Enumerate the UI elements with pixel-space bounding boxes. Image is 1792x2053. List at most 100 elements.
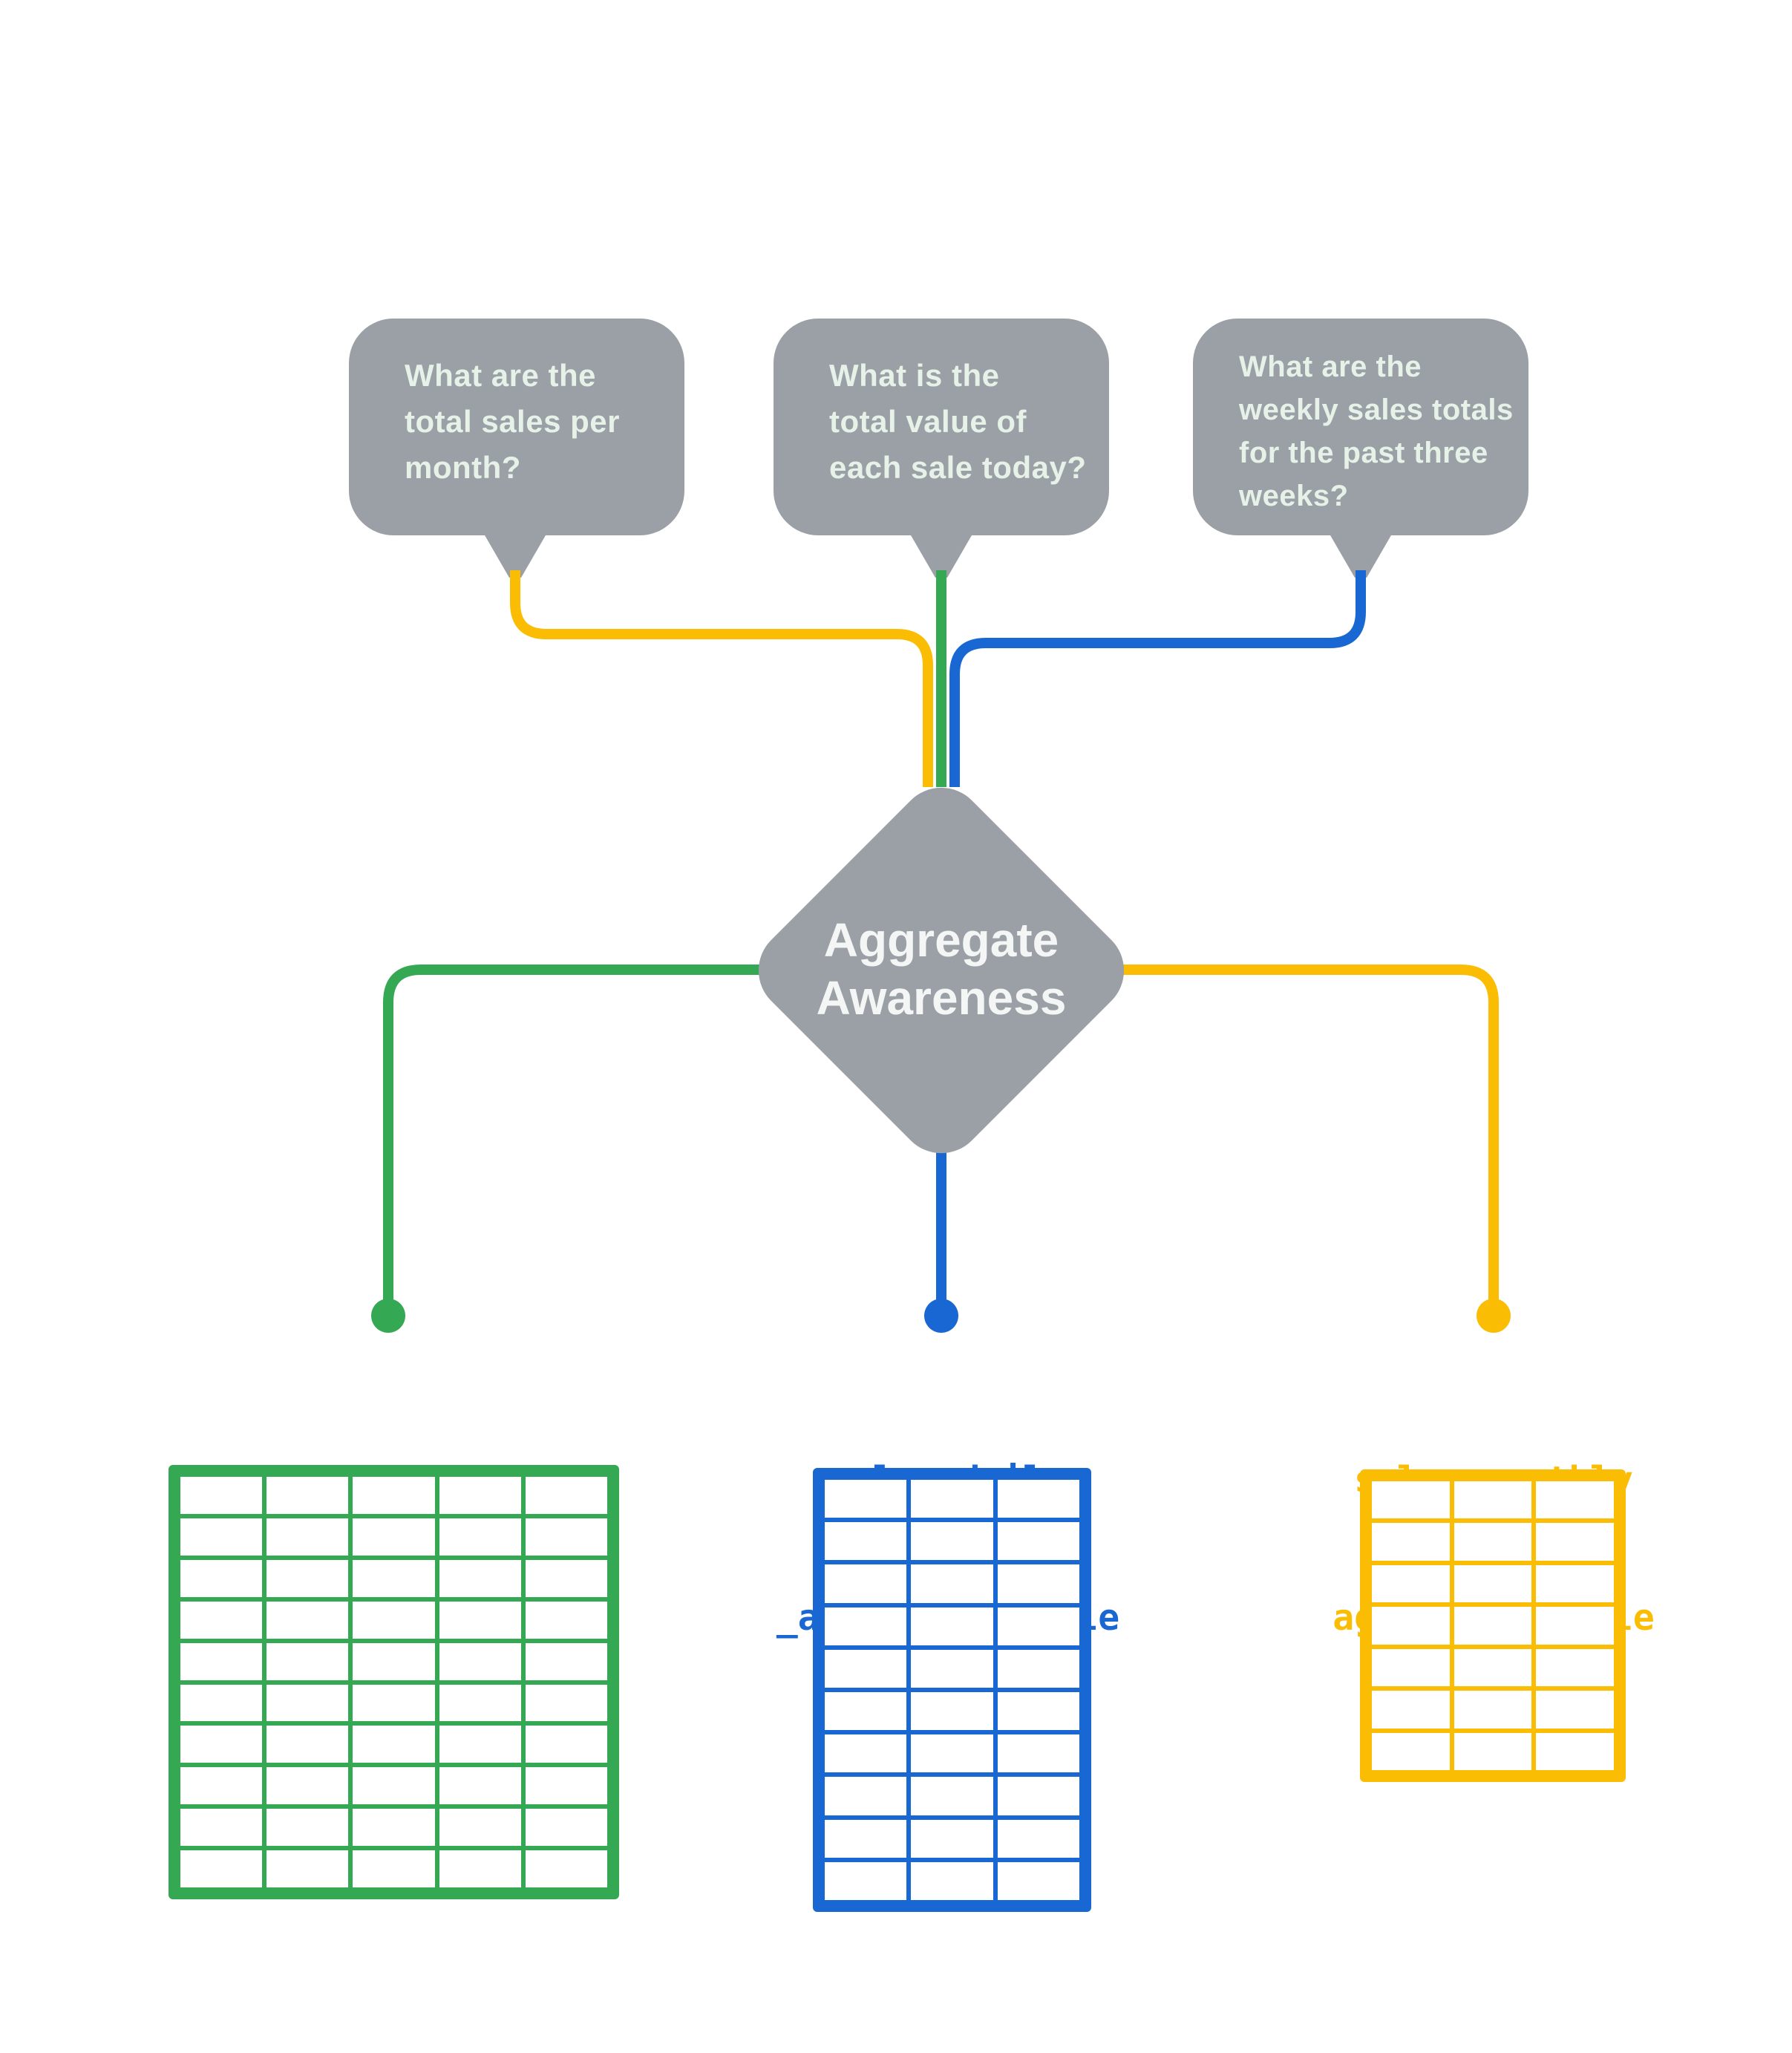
table-cell [1536, 1481, 1614, 1519]
table-cell [825, 1692, 907, 1731]
table-cell [353, 1726, 435, 1763]
bubble-text-line: month? [405, 450, 521, 485]
bubble-text-line: weeks? [1239, 480, 1349, 512]
table-cell [1453, 1648, 1532, 1687]
table-cell [911, 1522, 993, 1561]
table-cell [439, 1850, 521, 1887]
speech-bubble-monthly-sales-question: What are the total sales per month? [349, 319, 684, 535]
table-cell [525, 1726, 607, 1763]
table-cell [525, 1559, 607, 1597]
table-cell [825, 1564, 907, 1603]
bubble-tail-daily [908, 530, 975, 578]
table-cell [353, 1559, 435, 1597]
table-cell [1372, 1732, 1450, 1770]
table-cell [180, 1726, 263, 1763]
table-cell [525, 1642, 607, 1680]
connector-weekly-question [949, 570, 1366, 787]
table-cell [180, 1809, 263, 1847]
table-cell [266, 1642, 349, 1680]
table-cell [353, 1850, 435, 1887]
bubble-text-line: What are the [405, 358, 597, 393]
table-cell [1372, 1607, 1450, 1645]
connector-monthly-question [510, 570, 933, 787]
table-cell [997, 1819, 1079, 1858]
table-cell [525, 1850, 607, 1887]
table-cell [353, 1601, 435, 1639]
table-cell [1536, 1732, 1614, 1770]
table-cell [353, 1642, 435, 1680]
table-cell [825, 1649, 907, 1688]
table-cell [353, 1477, 435, 1514]
table-cell [911, 1692, 993, 1731]
table-cell [1453, 1691, 1532, 1729]
table-cell [1372, 1523, 1450, 1561]
diamond-title: Aggregate Awareness [719, 911, 1164, 1030]
table-cell [439, 1601, 521, 1639]
table-cell [525, 1601, 607, 1639]
table-cell [825, 1861, 907, 1900]
table-cell [525, 1518, 607, 1556]
table-cell [911, 1819, 993, 1858]
table-cell [1536, 1607, 1614, 1645]
table-cell [997, 1692, 1079, 1731]
sales-monthly-aggregate-table [1360, 1469, 1626, 1782]
orders-database-table [169, 1465, 619, 1899]
table-cell [180, 1477, 263, 1514]
table-cell [525, 1477, 607, 1514]
sales-daily-aggregate-table [813, 1468, 1091, 1912]
table-cell [525, 1767, 607, 1805]
table-cell [266, 1684, 349, 1722]
table-cell [1372, 1481, 1450, 1519]
table-cell [825, 1480, 907, 1518]
table-cell [911, 1861, 993, 1900]
speech-bubble-weekly-sales-question: What are the weekly sales totals for the… [1193, 319, 1528, 535]
diamond-title-line: Awareness [816, 971, 1067, 1025]
table-cell [353, 1684, 435, 1722]
table-cell [439, 1809, 521, 1847]
table-cell [439, 1767, 521, 1805]
table-cell [825, 1522, 907, 1561]
table-cell [825, 1777, 907, 1815]
diamond-title-line: Aggregate [823, 913, 1059, 967]
table-cell [1536, 1564, 1614, 1603]
table-cell [911, 1607, 993, 1645]
table-cell [439, 1726, 521, 1763]
table-cell [180, 1601, 263, 1639]
bubble-tail-weekly [1327, 530, 1394, 578]
table-cell [266, 1809, 349, 1847]
table-cell [353, 1809, 435, 1847]
table-cell [997, 1777, 1079, 1815]
table-cell [825, 1819, 907, 1858]
table-cell [911, 1777, 993, 1815]
table-cell [911, 1734, 993, 1773]
table-cell [1536, 1523, 1614, 1561]
bubble-text-line: What are the [1239, 350, 1422, 383]
table-cell [997, 1480, 1079, 1518]
table-cell [1453, 1607, 1532, 1645]
table-cell [997, 1861, 1079, 1900]
table-cell [266, 1477, 349, 1514]
bubble-text-line: for the past three [1239, 437, 1488, 469]
table-cell [439, 1559, 521, 1597]
table-cell [997, 1607, 1079, 1645]
table-cell [353, 1767, 435, 1805]
table-cell [266, 1559, 349, 1597]
connector-monthly-aggregate-table [1111, 965, 1499, 1313]
table-cell [1453, 1732, 1532, 1770]
table-cell [266, 1726, 349, 1763]
speech-bubble-daily-sales-question: What is the total value of each sale tod… [774, 319, 1109, 535]
table-cell [911, 1649, 993, 1688]
table-cell [1372, 1691, 1450, 1729]
table-cell [266, 1767, 349, 1805]
table-cell [439, 1642, 521, 1680]
table-cell [911, 1480, 993, 1518]
table-cell [1453, 1523, 1532, 1561]
table-cell [997, 1734, 1079, 1773]
table-cell [1372, 1648, 1450, 1687]
table-cell [439, 1477, 521, 1514]
table-cell [180, 1767, 263, 1805]
table-cell [1372, 1564, 1450, 1603]
orders-database-endpoint-dot [371, 1299, 405, 1333]
table-cell [911, 1564, 993, 1603]
